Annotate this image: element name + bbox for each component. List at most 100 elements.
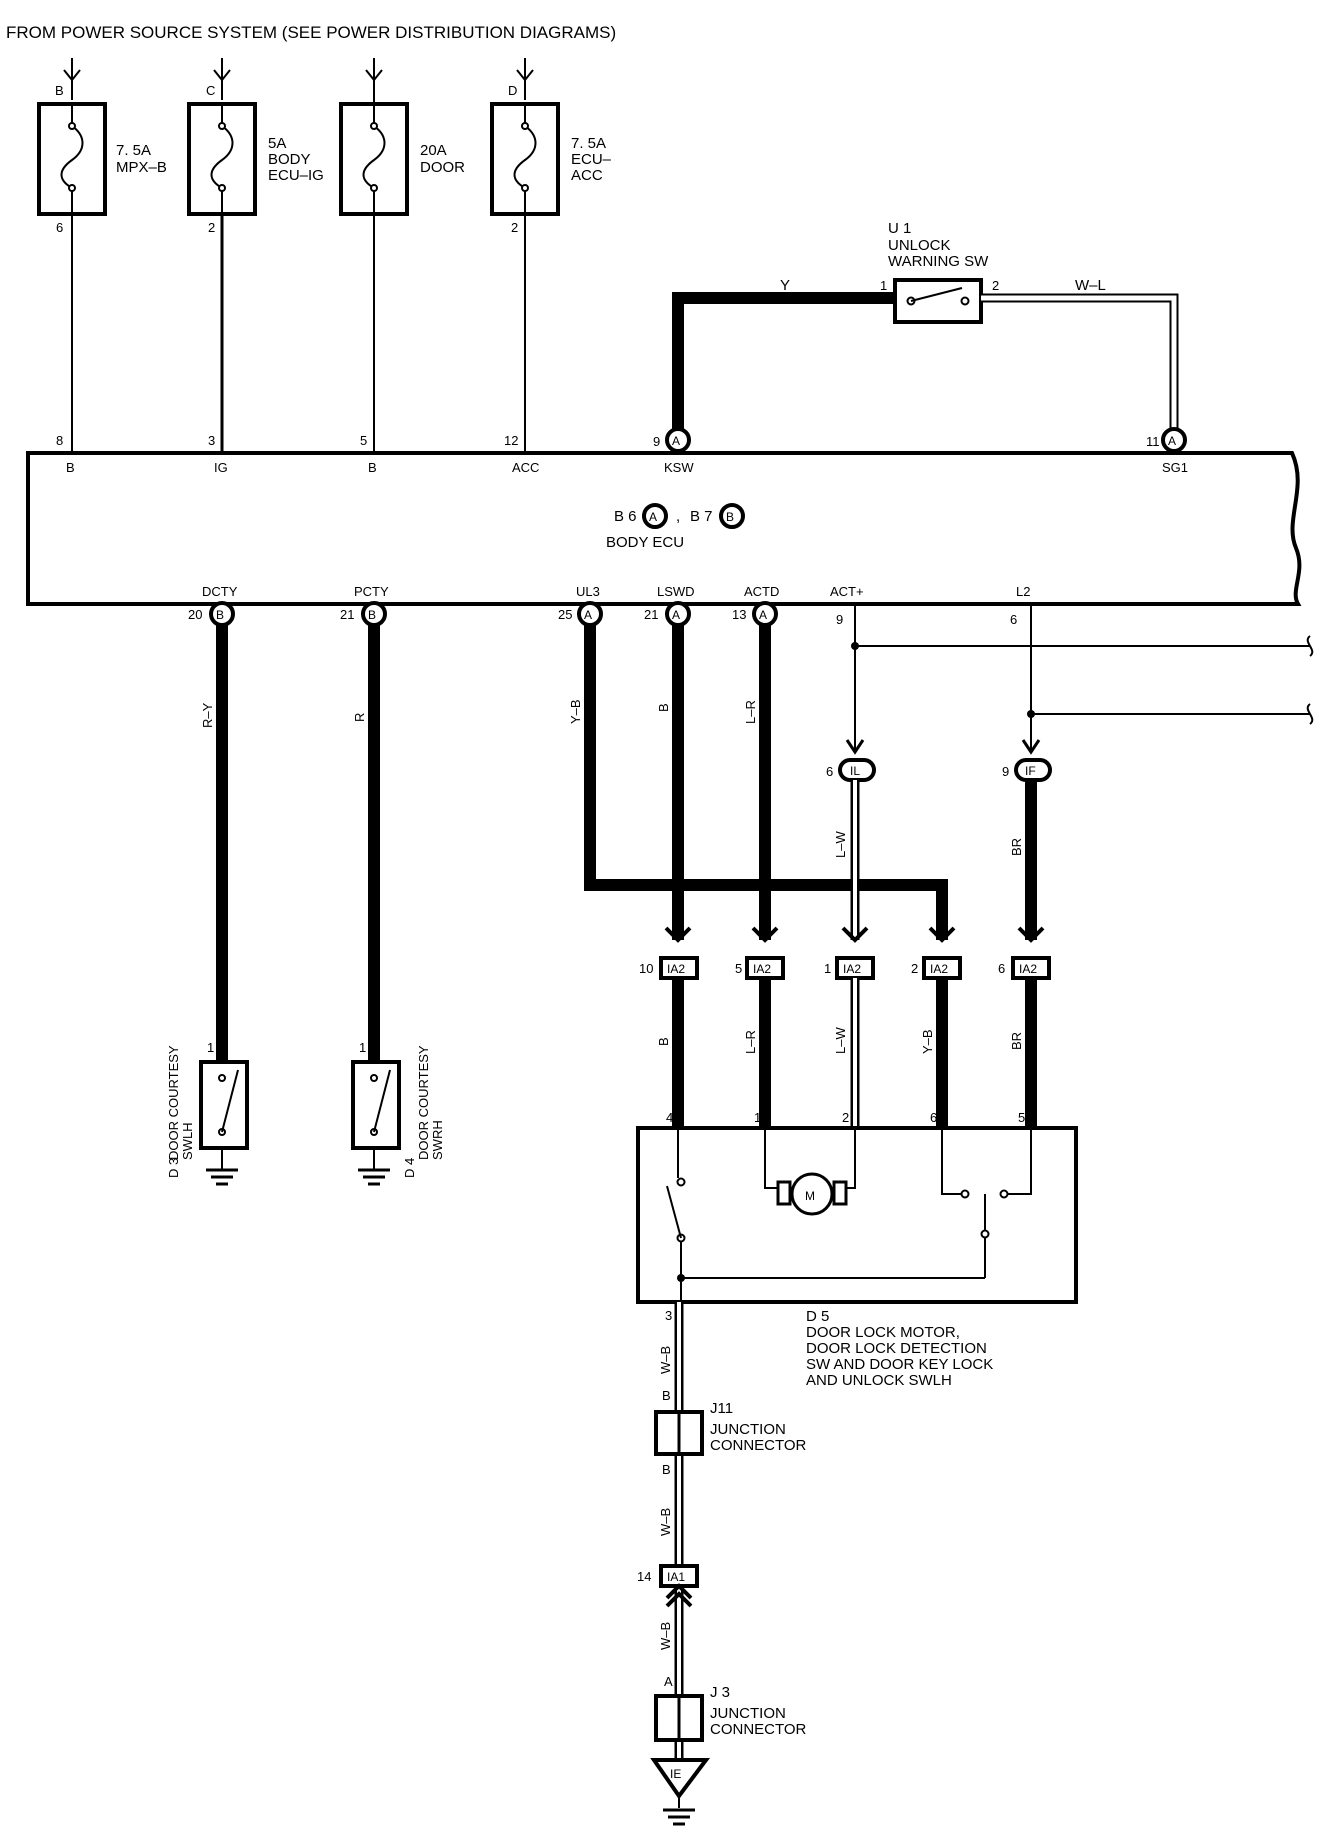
svg-text:4: 4 [666, 1110, 673, 1125]
fuse-body-ecu-ig: C 5A BODY ECU–IG 2 [187, 58, 324, 453]
svg-text:1: 1 [824, 961, 831, 976]
svg-text:A: A [672, 608, 680, 622]
svg-text:IA2: IA2 [753, 962, 771, 976]
svg-text:B: B [656, 703, 671, 712]
svg-text:Y–B: Y–B [568, 699, 583, 724]
svg-text:B: B [368, 460, 377, 475]
svg-text:DOOR LOCK DETECTION: DOOR LOCK DETECTION [806, 1340, 987, 1357]
door-lock-motor-assembly: 4 1 2 6 5 M D 5 DOOR LOCK MOTOR, DOOR LO… [636, 1110, 1078, 1389]
ia2-connector-row: 10 IA2 5 IA2 1 IA2 2 IA2 6 IA2 [639, 926, 1051, 980]
svg-text:W–B: W–B [658, 1346, 673, 1374]
svg-text:6: 6 [826, 764, 833, 779]
connector-a-icon [665, 427, 691, 453]
svg-text:W–L: W–L [1075, 277, 1106, 294]
svg-text:BR: BR [1009, 1032, 1024, 1050]
svg-text:IL: IL [850, 764, 860, 778]
svg-text:5A: 5A [268, 135, 286, 152]
svg-text:1: 1 [880, 278, 887, 293]
svg-text:JUNCTION: JUNCTION [710, 1705, 786, 1722]
svg-text:12: 12 [504, 433, 518, 448]
svg-text:2: 2 [511, 220, 518, 235]
svg-text:6: 6 [998, 961, 1005, 976]
courtesy-switch-rh: R 1 D 4 DOOR COURTESY SWRH [351, 625, 445, 1186]
svg-text:B: B [368, 608, 376, 622]
svg-text:L2: L2 [1016, 584, 1030, 599]
svg-text:A: A [672, 434, 680, 448]
svg-text:DOOR COURTESY: DOOR COURTESY [416, 1045, 431, 1160]
svg-text:M: M [805, 1189, 815, 1203]
svg-text:AND UNLOCK SWLH: AND UNLOCK SWLH [806, 1372, 952, 1389]
fuse-ecu-acc: D 7. 5A ECU– ACC 2 [490, 58, 612, 453]
svg-text:D 4: D 4 [402, 1158, 417, 1178]
svg-text:7. 5A: 7. 5A [571, 135, 606, 152]
svg-text:B: B [662, 1388, 671, 1403]
svg-text:13: 13 [732, 607, 746, 622]
connector-a-icon [1161, 427, 1187, 453]
svg-text:A: A [664, 1674, 673, 1689]
svg-text:IF: IF [1025, 764, 1036, 778]
svg-text:3: 3 [665, 1308, 672, 1323]
svg-text:IG: IG [214, 460, 228, 475]
svg-text:B: B [66, 460, 75, 475]
svg-text:IA2: IA2 [843, 962, 861, 976]
svg-text:1: 1 [754, 1110, 761, 1125]
motor-icon [790, 1172, 834, 1216]
svg-text:20: 20 [188, 607, 202, 622]
svg-text:BODY: BODY [268, 151, 311, 168]
svg-text:3: 3 [208, 433, 215, 448]
svg-text:W–B: W–B [658, 1622, 673, 1650]
svg-text:UL3: UL3 [576, 584, 600, 599]
svg-text:MPX–B: MPX–B [116, 159, 167, 176]
svg-text:5: 5 [1018, 1110, 1025, 1125]
svg-text:14: 14 [637, 1569, 651, 1584]
svg-text:5: 5 [360, 433, 367, 448]
svg-text:L–W: L–W [833, 1027, 848, 1054]
svg-text:IA2: IA2 [930, 962, 948, 976]
arrow-icon [516, 69, 534, 82]
svg-text:B 6: B 6 [614, 508, 637, 525]
svg-text:Y–B: Y–B [920, 1029, 935, 1054]
svg-text:B: B [662, 1462, 671, 1477]
svg-text:1: 1 [359, 1040, 366, 1055]
fuse-door: 20A DOOR [339, 58, 465, 453]
svg-text:W–B: W–B [658, 1508, 673, 1536]
svg-text:IE: IE [670, 1767, 681, 1781]
svg-text:L–R: L–R [743, 700, 758, 724]
svg-text:D: D [508, 83, 517, 98]
ground-point-icon [650, 1758, 710, 1800]
svg-text:KSW: KSW [664, 460, 694, 475]
svg-text:L–R: L–R [743, 1030, 758, 1054]
svg-text:B: B [656, 1037, 671, 1046]
svg-text:5: 5 [735, 961, 742, 976]
svg-text:2: 2 [992, 278, 999, 293]
svg-text:6: 6 [930, 1110, 937, 1125]
svg-text:ACC: ACC [571, 167, 603, 184]
svg-text:DCTY: DCTY [202, 584, 238, 599]
door-lock-wiring: Y–B B L–R 6 IL L–W 9 IF BR [568, 604, 1314, 1128]
svg-text:SW AND DOOR KEY LOCK: SW AND DOOR KEY LOCK [806, 1356, 993, 1373]
wire-y [672, 292, 895, 434]
svg-text:1: 1 [207, 1040, 214, 1055]
svg-text:LSWD: LSWD [657, 584, 695, 599]
svg-text:IA2: IA2 [667, 962, 685, 976]
svg-text:L–W: L–W [833, 831, 848, 858]
svg-text:BODY ECU: BODY ECU [606, 534, 684, 551]
fuse-terminal-label: B [55, 83, 64, 98]
svg-text:C: C [206, 83, 215, 98]
arrow-icon [213, 69, 231, 82]
svg-text:A: A [1168, 434, 1176, 448]
svg-text:PCTY: PCTY [354, 584, 389, 599]
svg-text:9: 9 [1002, 764, 1009, 779]
svg-text:SG1: SG1 [1162, 460, 1188, 475]
svg-text:6: 6 [56, 220, 63, 235]
svg-text:A: A [584, 608, 592, 622]
svg-text:2: 2 [208, 220, 215, 235]
svg-text:A: A [759, 608, 767, 622]
svg-text:CONNECTOR: CONNECTOR [710, 1437, 807, 1454]
unlock-warning-switch: U 1 UNLOCK WARNING SW Y 1 2 W–L [672, 220, 1179, 434]
diagram-title: FROM POWER SOURCE SYSTEM (SEE POWER DIST… [6, 23, 616, 42]
svg-text:7. 5A: 7. 5A [116, 142, 151, 159]
svg-text:2: 2 [842, 1110, 849, 1125]
svg-text:ACT+: ACT+ [830, 584, 864, 599]
